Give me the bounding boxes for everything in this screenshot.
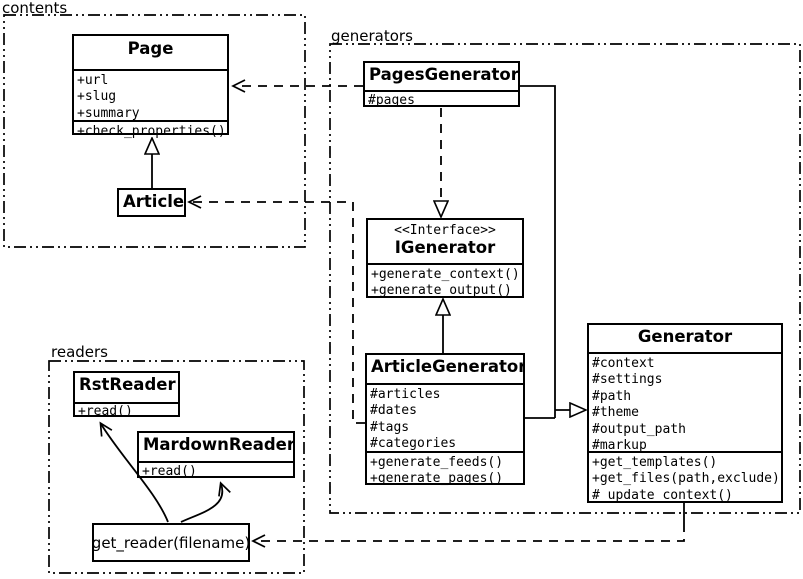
edge-association-getreader-mardownreader [180, 481, 231, 523]
class-page-attributes: +url +slug +summary [74, 69, 227, 120]
class-rst-reader-methods: +read() [75, 402, 178, 420]
method: +generate_pages() [370, 471, 504, 487]
package-label-readers: readers [51, 343, 108, 361]
class-generator-attributes: #context #settings #path #theme #output_… [589, 352, 781, 451]
class-mardown-reader-title: MardownReader [143, 435, 293, 454]
class-igenerator-stereotype: <<Interface>> [394, 223, 496, 238]
class-article-generator-methods: +generate_feeds() +generate_pages() [367, 451, 523, 488]
class-generator-title: Generator [637, 327, 733, 346]
attribute: #articles [370, 387, 441, 402]
attribute: #output_path [592, 421, 686, 437]
class-igenerator-header: <<Interface>> IGenerator [368, 220, 522, 263]
class-article-generator-title: ArticleGenerator [371, 357, 523, 376]
attribute: #settings [592, 372, 663, 388]
class-rst-reader: RstReader +read() [73, 371, 180, 420]
class-mardown-reader-methods: +read() [139, 461, 293, 481]
class-page-title: Page [127, 39, 174, 58]
class-mardown-reader: MardownReader +read() [137, 431, 295, 481]
method: #_update_context() [592, 487, 733, 503]
attribute: #pages [368, 93, 415, 108]
class-page-methods: +check_properties() [74, 120, 227, 142]
class-pages-generator-title: PagesGenerator [369, 65, 518, 84]
attribute: +slug [77, 89, 117, 105]
edge-dependency-articlegenerator-article [187, 195, 365, 424]
class-igenerator-methods: +generate_context() +generate_output() [368, 263, 522, 300]
method: +generate_context() [371, 267, 520, 282]
attribute: #markup [592, 438, 647, 451]
method: +read() [142, 464, 197, 479]
attribute: #dates [370, 403, 417, 419]
class-article-generator-attributes: #articles #dates #tags #categories [367, 383, 523, 451]
attribute: #path [592, 388, 632, 404]
class-pages-generator: PagesGenerator #pages [363, 61, 520, 110]
method: +generate_output() [371, 283, 512, 299]
class-article-generator: ArticleGenerator #articles #dates #tags … [365, 353, 525, 488]
method: +generate_feeds() [370, 455, 504, 470]
package-label-contents: contents [2, 0, 68, 17]
attribute: #context [592, 356, 655, 371]
edge-dependency-generator-getreader [251, 523, 685, 548]
method: +read() [78, 404, 133, 419]
function-get-reader: get_reader(filename) [92, 523, 250, 562]
class-article-title: Article [123, 192, 184, 211]
class-rst-reader-title: RstReader [79, 375, 176, 394]
class-igenerator-title: IGenerator [394, 238, 496, 257]
class-page: Page +url +slug +summary +check_properti… [72, 34, 229, 139]
method: +check_properties() [77, 124, 226, 139]
edge-inheritance-pagesgenerator-generator [520, 85, 556, 418]
function-get-reader-label: get_reader(filename) [91, 533, 251, 552]
class-generator-methods: +get_templates() +get_files(path,exclude… [589, 451, 781, 506]
method: +get_files(path,exclude) [592, 471, 780, 487]
class-article: Article [117, 188, 186, 217]
class-pages-generator-attributes: #pages [365, 90, 518, 110]
attribute: #theme [592, 405, 639, 421]
attribute: +summary [77, 105, 140, 120]
package-label-generators: generators [331, 27, 413, 45]
attribute: +url [77, 73, 109, 88]
class-igenerator: <<Interface>> IGenerator +generate_conte… [366, 218, 524, 298]
attribute: #categories [370, 436, 457, 451]
method: +get_templates() [592, 455, 718, 470]
attribute: #tags [370, 419, 410, 435]
class-generator: Generator #context #settings #path #them… [587, 323, 783, 503]
